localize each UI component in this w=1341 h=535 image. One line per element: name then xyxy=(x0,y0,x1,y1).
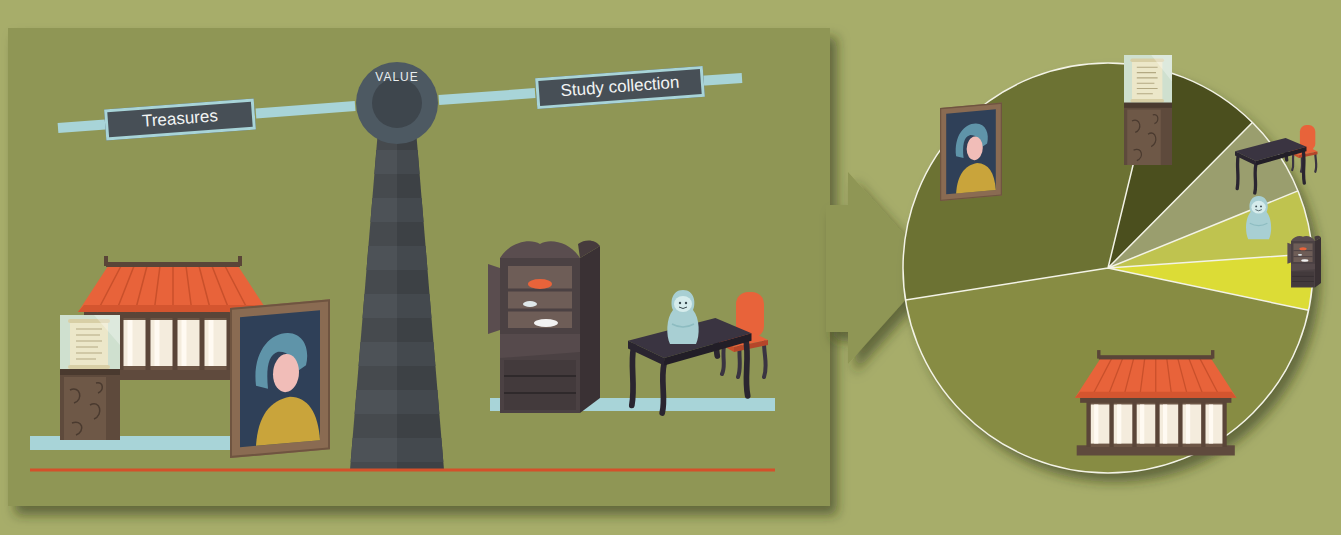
pie-chart xyxy=(906,268,1309,473)
balance-tower xyxy=(340,110,450,480)
painting-icon xyxy=(230,299,330,458)
node-label: Study collection xyxy=(560,73,680,100)
building-icon xyxy=(1075,350,1237,455)
scroll-case-icon xyxy=(1124,55,1172,165)
category-tag: Study collection xyxy=(535,65,705,108)
balance-tower xyxy=(340,110,397,480)
beam-end xyxy=(698,78,742,81)
node-label: Treasures xyxy=(141,107,218,131)
balance-tower xyxy=(340,110,450,480)
pie-chart xyxy=(903,63,1313,473)
scroll-case-icon xyxy=(60,315,120,440)
table-icon xyxy=(1235,138,1307,193)
pie-chart xyxy=(903,63,1313,473)
balance-beam xyxy=(256,106,355,113)
pie-chart xyxy=(903,63,1313,473)
painting-icon xyxy=(940,103,1002,201)
pivot-ring xyxy=(356,62,438,144)
value-pivot: VALUE xyxy=(355,61,439,145)
beam-end xyxy=(58,124,112,128)
doll-icon xyxy=(667,290,698,344)
balance-beam xyxy=(439,93,535,100)
pie-chart xyxy=(906,69,1313,310)
cabinet-icon xyxy=(1287,236,1321,288)
node-label: VALUE xyxy=(355,70,439,84)
ground-line xyxy=(30,469,775,472)
pivot-hub xyxy=(372,78,422,128)
panel-background xyxy=(8,28,830,506)
cabinet-icon xyxy=(488,240,600,413)
doll-icon xyxy=(1246,196,1271,239)
category-tag: Treasures xyxy=(104,98,256,140)
